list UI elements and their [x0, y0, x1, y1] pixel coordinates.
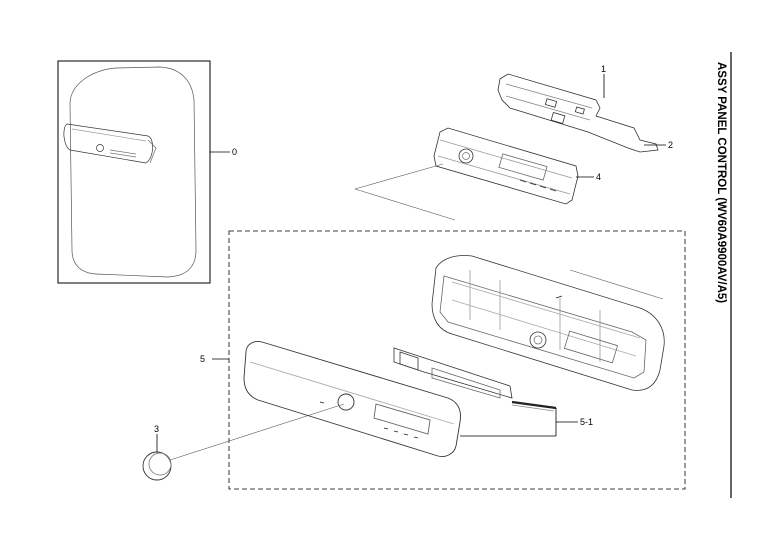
pcb-board-illustration: [497, 73, 659, 153]
panel-housing-illustration: [431, 255, 665, 391]
callout-5-1: 5-1: [580, 417, 593, 427]
front-panel-illustration: [243, 341, 461, 457]
projection-line-left: [354, 163, 444, 190]
callout-2: 2: [668, 140, 673, 150]
ribbon-cable-illustration: [511, 400, 557, 412]
washer-illustration: [63, 66, 197, 278]
washer-reference-box: [57, 60, 211, 284]
leader-line-5-1: [460, 408, 578, 437]
callout-0: 0: [232, 147, 237, 157]
knob-projection-line: [169, 403, 345, 461]
control-frame-illustration: [433, 127, 579, 205]
callout-5: 5: [200, 354, 205, 364]
projection-line-right: [569, 269, 664, 300]
projection-line-mid: [354, 188, 456, 221]
assembly-dashed-box: [228, 230, 686, 490]
callout-3: 3: [154, 424, 159, 434]
display-window-illustration: [393, 347, 513, 399]
diagram-title: ASSY PANEL CONTROL (WV60A9900AV/A5): [715, 62, 727, 303]
knob-illustration: [142, 451, 172, 481]
callout-1: 1: [601, 64, 606, 74]
callout-4: 4: [596, 172, 601, 182]
